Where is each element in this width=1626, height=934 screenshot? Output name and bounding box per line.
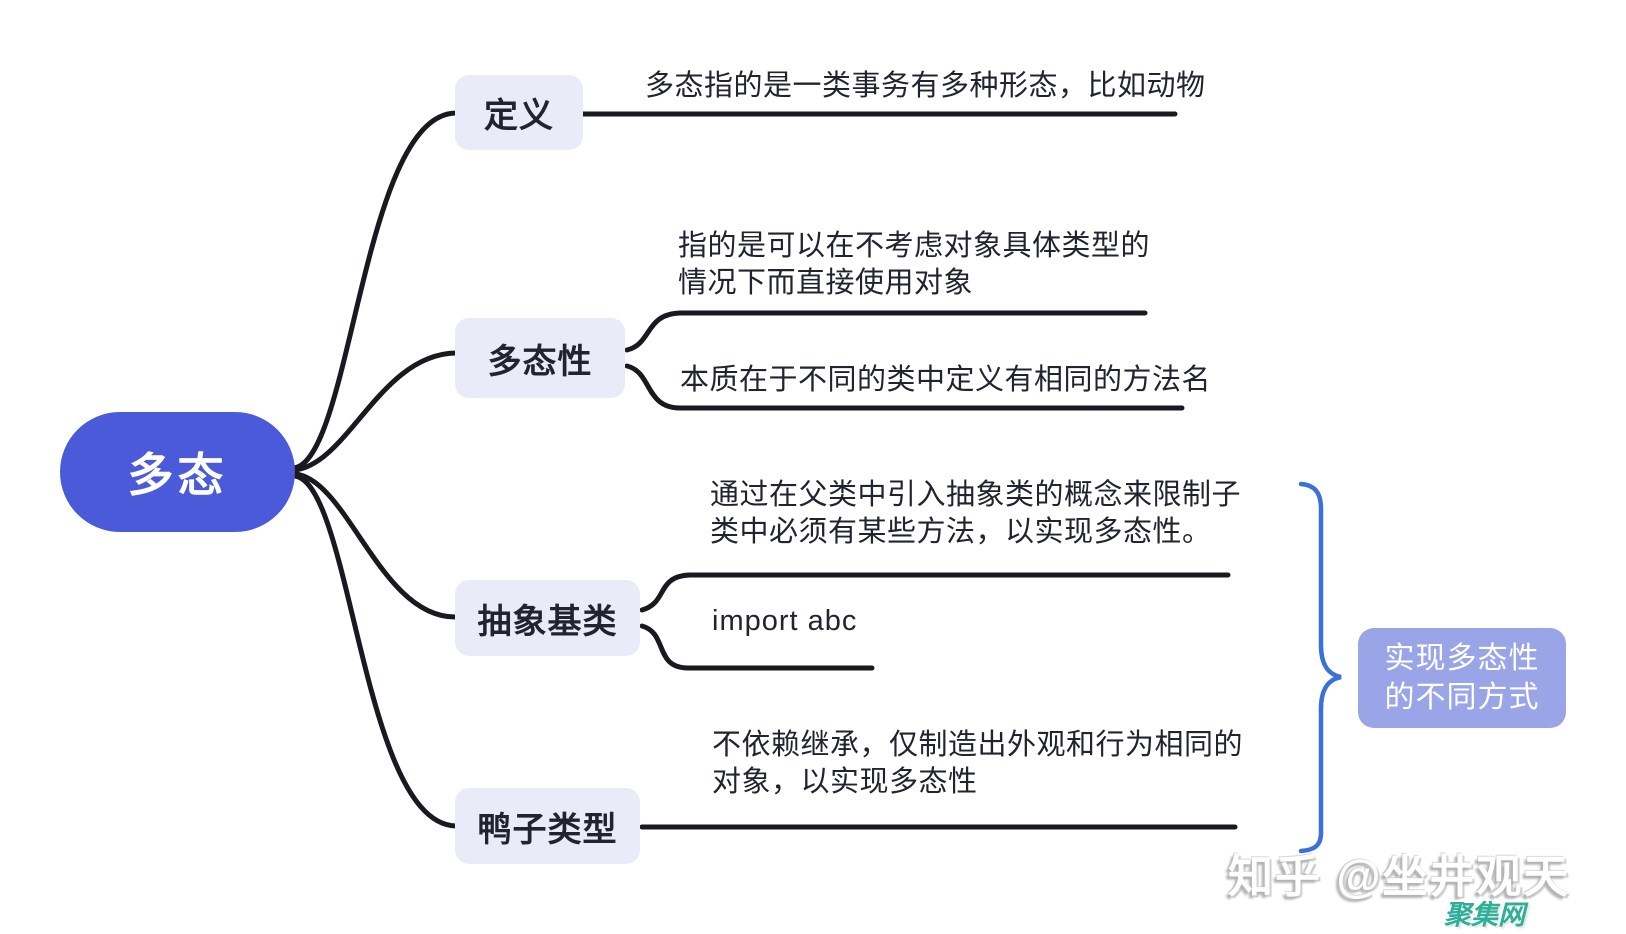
group-brace (1298, 481, 1342, 854)
branch-node-duck-typing[interactable]: 鸭子类型 (455, 788, 640, 864)
branch-node-polymorphism-trait[interactable]: 多态性 (455, 318, 625, 398)
connector-root-polymorphism (291, 350, 459, 473)
zhihu-watermark: 知乎 @坐井观天 (1228, 851, 1571, 902)
leaf-connectors (580, 111, 1238, 830)
underline-polymorphism-leaf1 (624, 310, 1148, 353)
branch-label: 多态性 (487, 342, 593, 381)
underline-polymorphism-leaf2 (624, 363, 1185, 411)
underline-abstract-leaf2 (639, 623, 875, 671)
branch-node-abstract-base-class[interactable]: 抽象基类 (455, 580, 640, 656)
connector-root-definition (291, 110, 459, 471)
connector-root-abstract-base (292, 471, 459, 620)
group-label-implementation-ways[interactable]: 实现多态性 的不同方式 (1358, 628, 1566, 728)
leaf-polymorphism-note-2[interactable]: 本质在于不同的类中定义有相同的方法名 (680, 364, 1212, 396)
branch-label: 鸭子类型 (477, 810, 618, 849)
root-branch-connectors (291, 110, 459, 829)
underline-abstract-leaf1 (639, 572, 1231, 613)
leaf-duck-typing-note[interactable]: 不依赖继承，仅制造出外观和行为相同的 对象，以实现多态性 (712, 729, 1244, 798)
branch-label: 抽象基类 (477, 602, 618, 641)
connector-root-duck-typing (292, 473, 459, 829)
site-watermark: 聚集网 (1444, 900, 1525, 930)
group-label-text: 实现多态性 的不同方式 (1384, 642, 1540, 714)
branch-node-definition[interactable]: 定义 (455, 75, 583, 150)
leaf-definition-note[interactable]: 多态指的是一类事务有多种形态，比如动物 (645, 70, 1206, 102)
branch-label: 定义 (484, 97, 554, 135)
root-node-label: 多态 (127, 449, 228, 501)
root-node-polymorphism[interactable]: 多态 (60, 412, 295, 532)
leaf-abstract-import-abc[interactable]: import abc (712, 605, 858, 637)
leaf-polymorphism-note-1[interactable]: 指的是可以在不考虑对象具体类型的 情况下而直接使用对象 (678, 230, 1151, 299)
leaf-abstract-note-1[interactable]: 通过在父类中引入抽象类的概念来限制子 类中必须有某些方法，以实现多态性。 (710, 479, 1242, 548)
